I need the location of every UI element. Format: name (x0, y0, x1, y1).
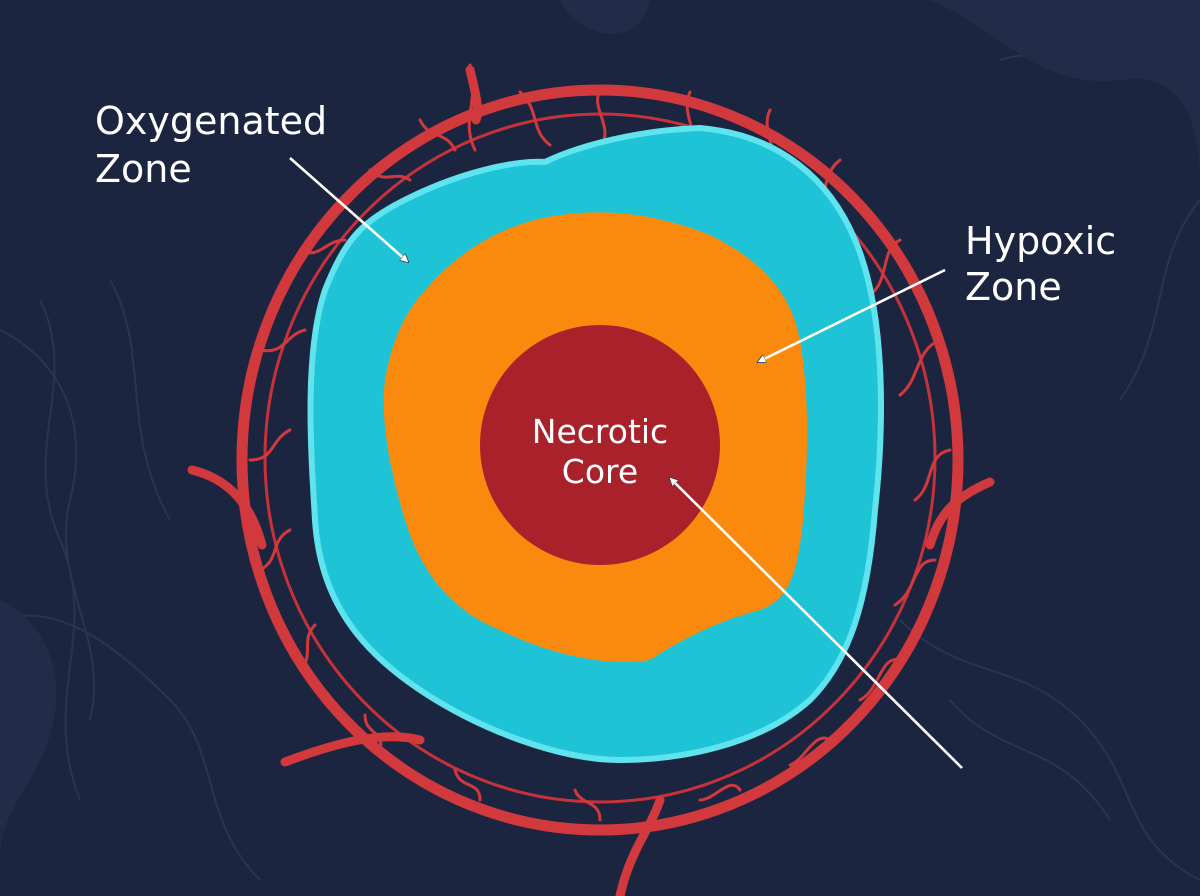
background-texture (0, 54, 1200, 881)
hypoxic-label-line1: Hypoxic (965, 219, 1116, 263)
arrow-necrotic (670, 478, 963, 769)
oxygenated-label-line1: Oxygenated (95, 99, 327, 143)
arrow-hypoxic (758, 268, 946, 364)
oxygenated-zone-label: Oxygenated Zone (95, 99, 327, 191)
necrotic-core-label: Necrotic Core (532, 412, 668, 491)
hypoxic-label-line2: Zone (965, 265, 1062, 309)
necrotic-label-line2: Core (562, 452, 638, 491)
blood-vessel-network (187, 63, 995, 896)
necrotic-core (480, 325, 720, 565)
background-blobs (0, 0, 1200, 860)
hypoxic-zone-label: Hypoxic Zone (965, 219, 1116, 309)
necrotic-label-line1: Necrotic (532, 412, 668, 451)
oxygenated-label-line2: Zone (95, 147, 192, 191)
arrow-oxygenated (289, 157, 408, 262)
main-vessel-branches (187, 65, 995, 896)
